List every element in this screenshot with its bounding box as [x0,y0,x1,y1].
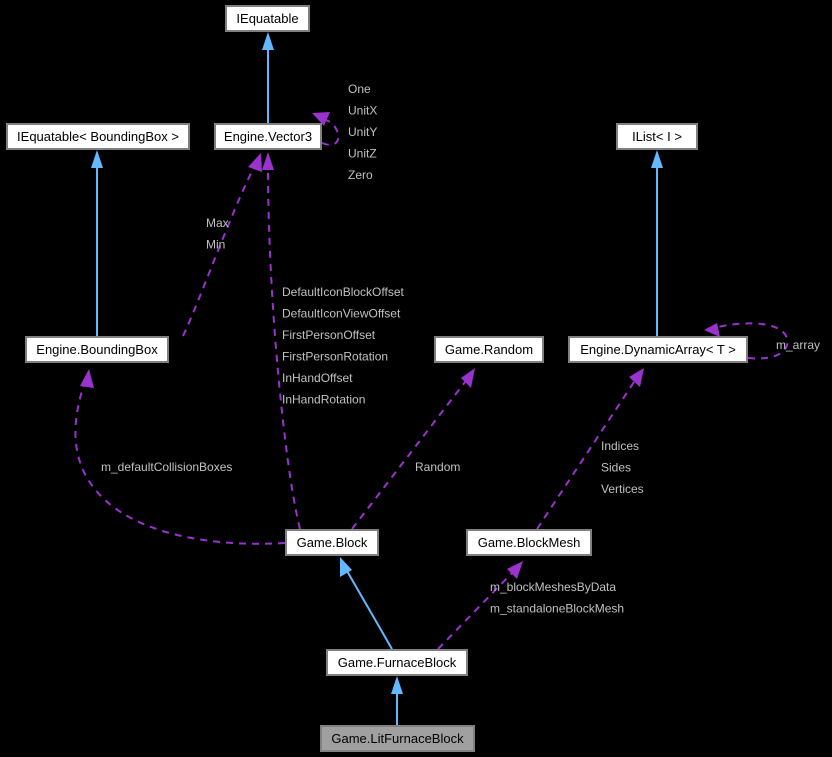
class-node-label: Game.FurnaceBlock [338,655,457,670]
edge-label-text: Max [206,216,229,230]
class-node-iequatable[interactable]: IEquatable [225,5,310,32]
class-node-litfurnaceblock[interactable]: Game.LitFurnaceBlock [320,725,475,752]
class-node-label: Engine.DynamicArray< T > [580,342,736,357]
class-node-box[interactable] [466,529,592,556]
edge-label-text: Indices [601,439,639,453]
class-node-blockmesh[interactable]: Game.BlockMesh [466,529,592,556]
edge-label-group: DefaultIconBlockOffsetDefaultIconViewOff… [282,285,405,407]
edge-vector3-to-iequatable [262,32,274,123]
edge-label-text: m_defaultCollisionBoxes [101,460,232,474]
class-node-boundingbox[interactable]: Engine.BoundingBox [25,336,169,363]
edge-label-text: One [348,82,371,96]
inheritance-edges [91,32,663,725]
class-node-label: Game.Random [445,342,533,357]
edge-label-text: Zero [348,168,373,182]
class-node-random[interactable]: Game.Random [434,336,544,363]
edge-label-group: m_blockMeshesByData m_standaloneBlockMesh [490,580,624,616]
class-node-dynamicarray[interactable]: Engine.DynamicArray< T > [568,336,748,363]
edge-label-text: m_blockMeshesByData [490,580,616,594]
edge-block-to-vector3 [262,152,301,530]
edge-block-to-boundingbox [74,369,286,545]
class-node-box[interactable] [320,725,475,752]
class-node-ilist[interactable]: IList< I > [616,123,698,150]
class-node-box[interactable] [214,123,322,150]
edge-label-text: UnitZ [348,147,377,161]
edge-label-group: m_defaultCollisionBoxes [101,460,232,474]
class-node-label: Engine.Vector3 [224,129,312,144]
class-node-label: Game.BlockMesh [478,535,581,550]
class-node-label: Engine.BoundingBox [36,342,158,357]
edge-furnaceblock-to-block [340,557,393,650]
edge-label-text: InHandOffset [282,371,353,385]
edge-dynamicarray-to-ilist [651,150,663,336]
edge-blockmesh-to-dynamicarray [536,368,644,530]
edge-litfurnaceblock-to-furnaceblock [391,676,403,725]
edge-block-to-random [351,368,475,530]
edge-boundingbox-to-vector3 [182,153,262,337]
class-node-box[interactable] [434,336,544,363]
edge-label-text: m_standaloneBlockMesh [490,602,624,616]
edge-label-text: UnitY [348,125,377,139]
usage-edges [74,112,789,650]
edge-label-text: DefaultIconViewOffset [282,307,401,321]
edge-label-group: m_array [776,338,820,352]
class-node-box[interactable] [326,649,468,676]
edge-dynamicarray-self-loop [704,322,789,360]
edge-vector3-self-loop [312,112,340,146]
edge-boundingbox-to-iequatable-boundingbox [91,150,103,336]
class-node-box[interactable] [616,123,698,150]
class-node-iequatable_bb[interactable]: IEquatable< BoundingBox > [6,123,190,150]
class-node-furnaceblock[interactable]: Game.FurnaceBlock [326,649,468,676]
edge-label-text: FirstPersonRotation [282,350,388,364]
class-node-label: Game.Block [297,535,368,550]
edge-furnaceblock-to-blockmesh [437,561,523,650]
edge-label-text: InHandRotation [282,393,365,407]
class-node-vector3[interactable]: Engine.Vector3 [214,123,322,150]
class-node-box[interactable] [225,5,310,32]
class-node-label: IEquatable [236,11,298,26]
edge-label-text: m_array [776,338,820,352]
edge-label-text: UnitX [348,104,377,118]
class-node-box[interactable] [285,529,379,556]
edge-label-text: Vertices [601,482,644,496]
edge-label-text: Sides [601,461,631,475]
class-node-box[interactable] [6,123,190,150]
edge-label-text: Min [206,238,225,252]
class-node-box[interactable] [568,336,748,363]
edge-label-text: FirstPersonOffset [282,328,376,342]
class-node-box[interactable] [25,336,169,363]
edge-label-text: DefaultIconBlockOffset [282,285,405,299]
class-node-label: IList< I > [632,129,682,144]
edge-label-group: Random [415,460,460,474]
edge-label-text: Random [415,460,460,474]
class-node-label: IEquatable< BoundingBox > [17,129,179,144]
class-node-block[interactable]: Game.Block [285,529,379,556]
class-node-label: Game.LitFurnaceBlock [331,731,464,746]
